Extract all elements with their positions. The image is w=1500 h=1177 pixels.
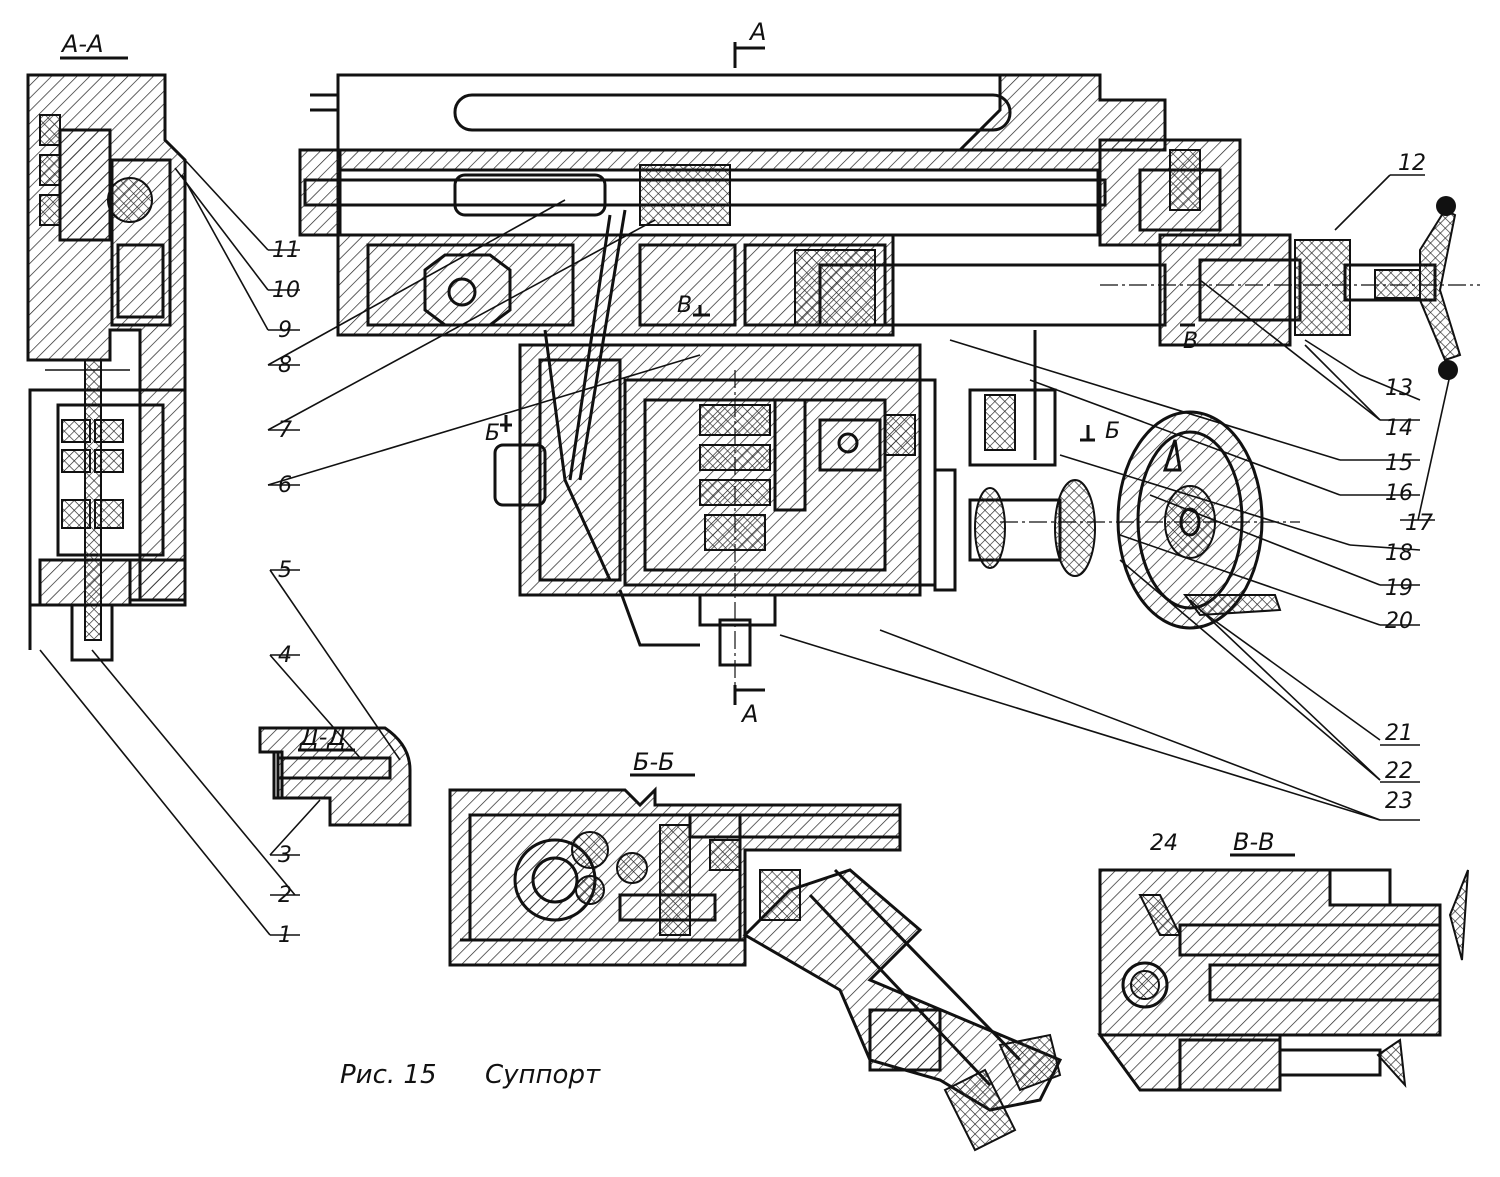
cut-marker-v-right: В <box>1183 329 1198 354</box>
leader-lines <box>39 159 1451 936</box>
section-bb-view <box>448 786 1063 1152</box>
figure-caption: Рис. 15 Суппорт <box>340 1060 601 1090</box>
cut-markers: А А Б Б В В <box>485 18 1198 728</box>
cut-marker-a-bottom: А <box>740 700 758 728</box>
section-aa-title: А-А <box>60 30 104 58</box>
section-dd-title: Д-Д <box>299 723 346 751</box>
figure-number: Рис. 15 <box>340 1060 436 1090</box>
callout-19: 19 <box>1385 576 1413 601</box>
cut-marker-b-right: Б <box>1105 419 1120 444</box>
callout-20: 20 <box>1385 609 1413 634</box>
callout-12: 12 <box>1398 151 1426 176</box>
callout-21: 21 <box>1385 721 1413 746</box>
section-aa-view <box>26 73 187 662</box>
section-dd-view <box>258 726 412 827</box>
callout-15: 15 <box>1385 451 1413 476</box>
section-bb-title: Б-Б <box>633 748 675 776</box>
callout-numbers: 1 2 3 4 5 6 7 8 9 10 11 12 13 14 15 16 1… <box>268 151 1435 948</box>
callout-23: 23 <box>1385 789 1413 814</box>
cut-marker-v-left: В <box>677 293 692 318</box>
figure-title: Суппорт <box>485 1060 601 1090</box>
section-vv-title: В-В <box>1233 828 1275 856</box>
callout-18: 18 <box>1385 541 1413 566</box>
callout-16: 16 <box>1385 481 1413 506</box>
cut-marker-b-left: Б <box>485 421 500 446</box>
callout-17: 17 <box>1405 511 1433 536</box>
callout-24: 24 <box>1150 831 1178 856</box>
callout-13: 13 <box>1385 376 1413 401</box>
callout-22: 22 <box>1385 759 1413 784</box>
section-vv-view <box>1097 868 1469 1092</box>
cut-marker-a-top: А <box>748 18 766 46</box>
main-view <box>298 73 1480 690</box>
section-titles: А-А Д-Д Б-Б В-В <box>60 30 1295 857</box>
